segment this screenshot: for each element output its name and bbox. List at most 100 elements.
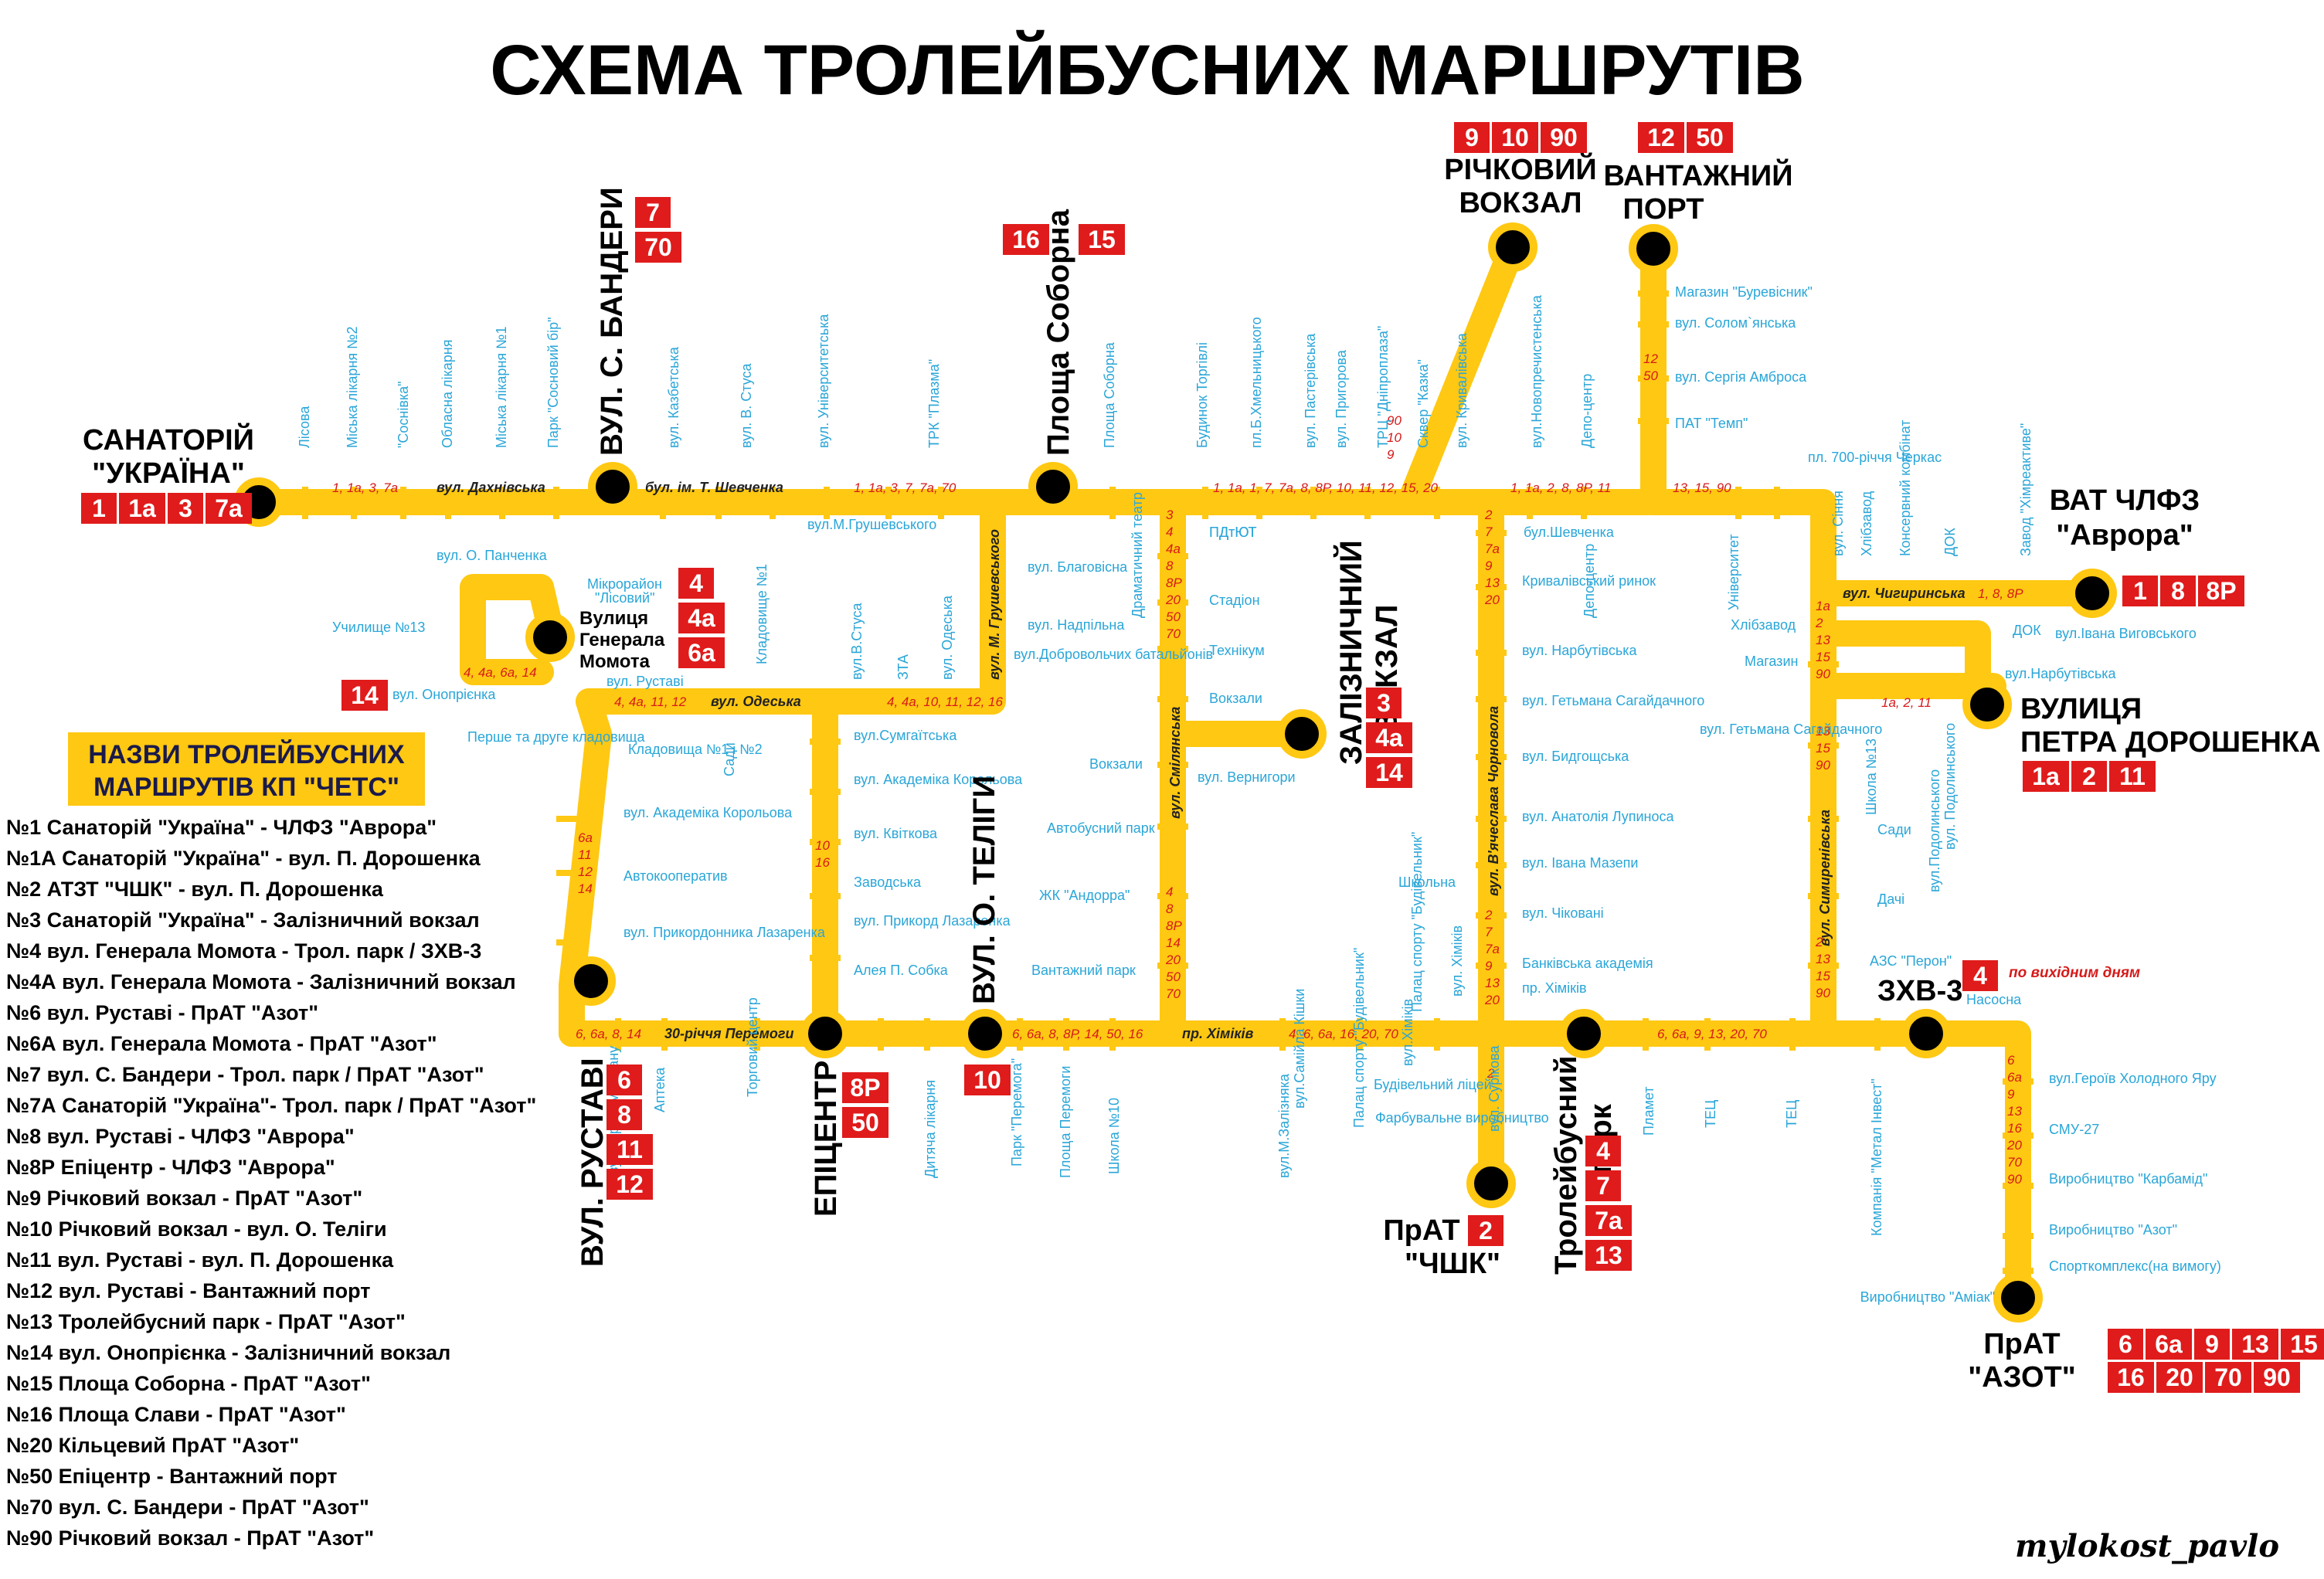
stop-label[interactable]: Перше та друге кладовища — [467, 729, 645, 745]
route-badge-momota-6а[interactable]: 6а — [678, 637, 725, 668]
route-badge-sanatoriy-7а[interactable]: 7а — [206, 493, 252, 524]
stop-label[interactable]: Спорткомплекс(на вимогу) — [2049, 1258, 2221, 1274]
stop-label[interactable]: вул. Академіка Корольова — [854, 772, 1023, 787]
stop-label[interactable]: Вокзали — [1089, 756, 1143, 772]
stop-label[interactable]: вул. Університетська — [816, 314, 831, 448]
node-teligy[interactable] — [960, 1009, 1010, 1058]
stop-label[interactable]: вул. Хіміків — [1449, 925, 1465, 997]
stop-label[interactable]: ТЕЦ — [1784, 1100, 1799, 1128]
stop-label[interactable]: Компанія "Метал Інвест" — [1869, 1078, 1884, 1236]
stop-label[interactable]: Магазин "Буревісник" — [1675, 284, 1813, 300]
stop-label[interactable]: вул. Надпільна — [1028, 617, 1125, 633]
route-badge-azot-90[interactable]: 90 — [2254, 1362, 2300, 1393]
stop-label[interactable]: Парк "Сосновий бір" — [545, 317, 561, 448]
route-badge-momota-4а[interactable]: 4а — [678, 603, 725, 633]
stop-label[interactable]: СМУ-27 — [2049, 1122, 2099, 1137]
stop-label[interactable]: вул. Вернигори — [1198, 769, 1296, 785]
route-badge-teligy-10[interactable]: 10 — [964, 1065, 1011, 1095]
stop-label[interactable]: вул. Нарбутівська — [1522, 643, 1637, 658]
route-badge-epitsentr-50[interactable]: 50 — [842, 1107, 888, 1138]
stop-label[interactable]: Магазин — [1745, 654, 1798, 669]
stop-label[interactable]: Хлібзавод — [1859, 491, 1874, 556]
stop-label[interactable]: Виробництво "Аміак" — [1860, 1289, 1995, 1305]
stop-label[interactable]: ДОК — [1942, 528, 1958, 556]
route-badge-azot-20[interactable]: 20 — [2156, 1362, 2203, 1393]
stop-label[interactable]: вул. Івана Мазепи — [1522, 855, 1638, 871]
stop-label[interactable]: вул. Квіткова — [854, 826, 938, 841]
stop-label[interactable]: ЖК "Андорра" — [1039, 888, 1130, 903]
stop-label[interactable]: вул.В.Стуса — [849, 602, 865, 680]
stop-label[interactable]: вул. Академіка Корольова — [623, 805, 793, 820]
node-port[interactable] — [1629, 224, 1678, 273]
route-badge-azot-16[interactable]: 16 — [2108, 1362, 2154, 1393]
stop-label[interactable]: Міська лікарня №1 — [494, 327, 509, 448]
stop-label[interactable]: Школа №13 — [1864, 739, 1879, 815]
stop-label[interactable]: Палац спорту "Будівельник" — [1351, 948, 1367, 1128]
route-badge-momota-4[interactable]: 4 — [678, 568, 714, 599]
stop-label[interactable]: Сади — [1877, 822, 1911, 837]
stop-label[interactable]: Торговий центр — [745, 997, 760, 1097]
node-zaliznychnyi[interactable] — [1277, 709, 1327, 759]
stop-label[interactable]: вул. Пригорова — [1334, 349, 1349, 448]
route-badge-avrora-8Р[interactable]: 8Р — [2198, 576, 2244, 606]
stop-label[interactable]: ТЕЦ — [1703, 1100, 1718, 1128]
stop-label[interactable]: вул. Анатолія Лупиноса — [1522, 809, 1675, 824]
stop-label[interactable]: вул.Хіміків — [1400, 999, 1415, 1066]
stop-label[interactable]: Насосна — [1966, 992, 2022, 1007]
stop-label[interactable]: ЗТА — [895, 654, 911, 680]
stop-label[interactable]: вул. Чіковані — [1522, 905, 1604, 921]
route-badge-doroshenka-2[interactable]: 2 — [2071, 761, 2107, 792]
route-badge-zaliznychnyi-14[interactable]: 14 — [1366, 757, 1412, 788]
stop-label[interactable]: Кривалівський ринок — [1522, 573, 1656, 589]
stop-label[interactable]: Парк "Перемога" — [1009, 1058, 1024, 1166]
stop-label[interactable]: Школьна — [1398, 874, 1456, 890]
stop-label[interactable]: Сади — [722, 742, 737, 776]
route-badge-richkovyi-10[interactable]: 10 — [1492, 122, 1538, 153]
stop-label[interactable]: Депо-центр — [1579, 374, 1595, 448]
stop-label[interactable]: вул. В. Стуса — [739, 362, 754, 448]
route-badge-azot-9[interactable]: 9 — [2194, 1329, 2230, 1360]
stop-label[interactable]: Будинок Торгівлі — [1194, 342, 1210, 448]
stop-label[interactable]: ДОК — [2013, 623, 2041, 638]
stop-label[interactable]: ТРЦ "Дніпроплаза" — [1375, 326, 1391, 448]
stop-label[interactable]: вул. Руставі — [606, 674, 684, 689]
route-badge-park-13[interactable]: 13 — [1585, 1240, 1632, 1271]
stop-label[interactable]: пр. Хіміків — [1522, 980, 1587, 996]
node-doroshenka[interactable] — [1962, 680, 2012, 729]
route-badge-port-12[interactable]: 12 — [1638, 122, 1684, 153]
stop-label[interactable]: Палац спорту "Будівельник" — [1409, 832, 1425, 1012]
stop-label[interactable]: вул.Добровольчих батальйонів — [1014, 647, 1213, 662]
node-soborna[interactable] — [1028, 462, 1078, 511]
stop-label[interactable]: Автобусний парк — [1047, 820, 1155, 836]
stop-label[interactable]: Лісова — [297, 406, 312, 448]
stop-label[interactable]: Площа Соборна — [1102, 341, 1117, 448]
stop-label[interactable]: вул. Сурікова — [1486, 1044, 1502, 1132]
stop-label[interactable]: ПДтЮТ — [1209, 525, 1257, 540]
stop-label[interactable]: Фарбувальне виробництво — [1375, 1110, 1549, 1126]
route-badge-zaliznychnyi-3[interactable]: 3 — [1366, 688, 1402, 718]
node-momota[interactable] — [525, 613, 575, 662]
route-badge-chshk-2[interactable]: 2 — [1468, 1215, 1503, 1246]
route-badge-soborna-15[interactable]: 15 — [1079, 224, 1125, 255]
stop-label[interactable]: АЗС "Перон" — [1870, 953, 1952, 969]
stop-label[interactable]: вул. Солом`янська — [1675, 315, 1796, 331]
stop-label[interactable]: "Соснівка" — [396, 381, 411, 448]
stop-label[interactable]: вул. Прикорд Лазаренка — [854, 913, 1011, 929]
route-badge-avrora-8[interactable]: 8 — [2160, 576, 2196, 606]
stop-label[interactable]: Мікрорайон — [587, 576, 662, 592]
stop-label[interactable]: Площа Перемоги — [1058, 1066, 1073, 1178]
stop-label[interactable]: ПАТ "Темп" — [1675, 416, 1748, 431]
stop-label[interactable]: вул.Нарбутівська — [2005, 666, 2116, 681]
node-zkhv3[interactable] — [1901, 1009, 1951, 1058]
stop-label[interactable]: Депо-центр — [1582, 544, 1597, 618]
stop-label[interactable]: ПДтЮТ — [1209, 525, 1257, 540]
route-badge-bandery-70[interactable]: 70 — [635, 232, 681, 263]
route-badge-rustavi-11[interactable]: 11 — [606, 1134, 653, 1165]
stop-label[interactable]: вул. Бидгощська — [1522, 749, 1629, 764]
stop-label[interactable]: вул.М.Залізняка — [1276, 1073, 1292, 1178]
stop-label[interactable]: вул. Сергія Амброса — [1675, 369, 1807, 385]
stop-label[interactable]: вул. Подолинського — [1942, 723, 1958, 850]
node-rustavi[interactable] — [566, 956, 616, 1006]
route-badge-bandery-7[interactable]: 7 — [635, 197, 671, 228]
route-badge-sanatoriy-1[interactable]: 1 — [81, 493, 117, 524]
